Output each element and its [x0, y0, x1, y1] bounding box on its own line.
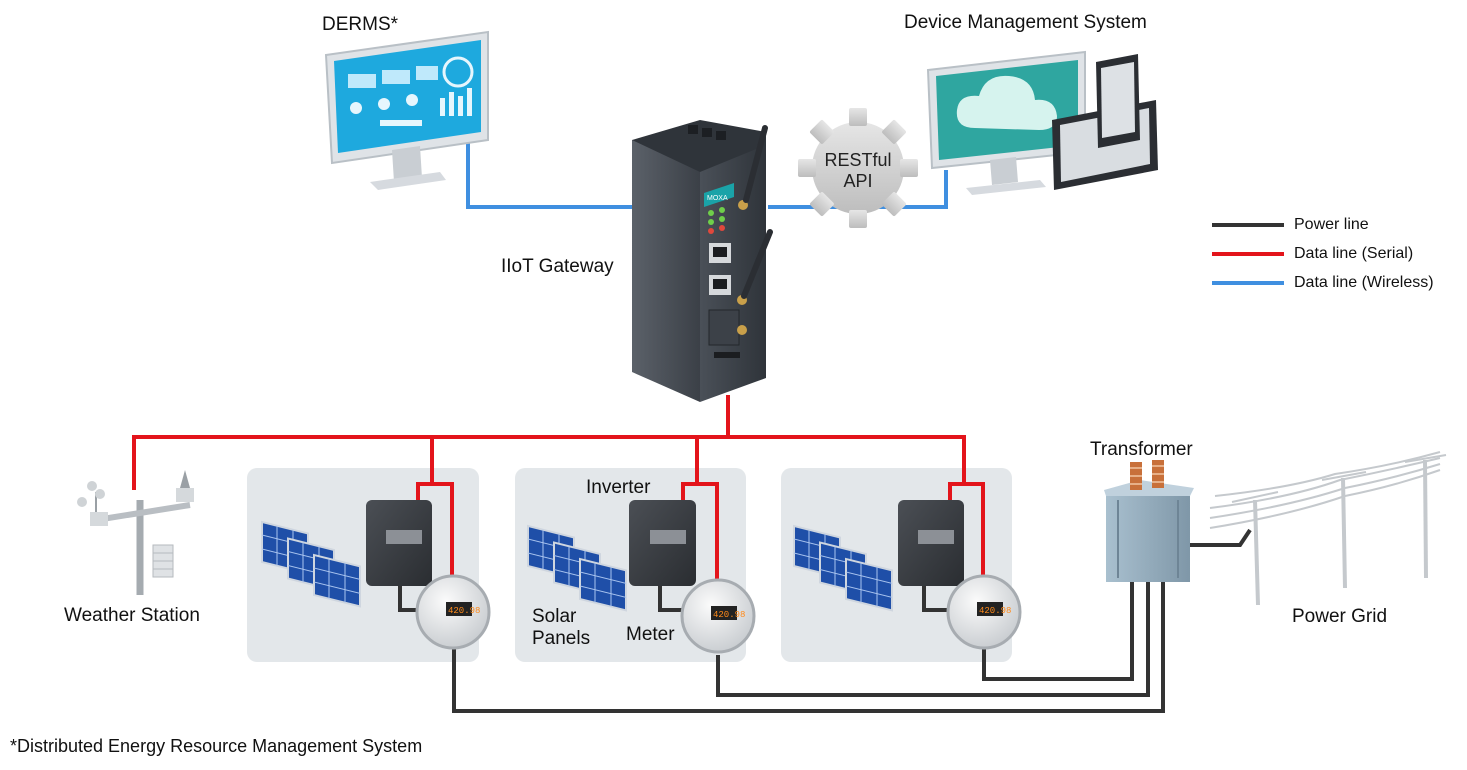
inverter-2 [629, 500, 696, 586]
derms-label: DERMS* [322, 14, 399, 35]
solar-label-line1: Solar [532, 606, 577, 627]
meter-1-reading: 420.98 [448, 606, 480, 616]
power-lines [398, 528, 1252, 713]
iiot-gateway-device: MOXA [632, 120, 773, 402]
legend-label-serial: Data line (Serial) [1294, 245, 1414, 262]
gateway-brand-label: MOXA [707, 195, 728, 202]
meter-1: 420.98 [415, 574, 491, 650]
legend-swatch-wireless [1212, 281, 1284, 285]
transformer-label: Transformer [1090, 439, 1193, 460]
tablet-icon [1052, 54, 1158, 190]
meter-3-reading: 420.98 [979, 606, 1011, 616]
dms-label: Device Management System [904, 12, 1147, 33]
solar-label-line2: Panels [532, 627, 591, 649]
inverter-label: Inverter [586, 477, 651, 498]
legend-label-power: Power line [1294, 216, 1369, 233]
weather-station-label: Weather Station [64, 605, 200, 626]
gear-icon [798, 108, 918, 228]
legend-item-power: Power line [1212, 214, 1369, 236]
api-label-line2: API [843, 170, 873, 191]
api-label: RESTful API [818, 150, 898, 191]
meter-3: 420.98 [946, 574, 1022, 650]
meter-2: 420.98 [680, 578, 756, 654]
dms-monitor-icon [926, 50, 1086, 195]
transformer-icon [1104, 460, 1194, 582]
solar-panels-label: Solar Panels [532, 606, 590, 650]
serial-lines [132, 395, 985, 580]
derms-monitor-icon [324, 30, 489, 190]
legend-item-wireless: Data line (Wireless) [1212, 272, 1434, 294]
legend-label-wireless: Data line (Wireless) [1294, 274, 1434, 291]
footnote: *Distributed Energy Resource Management … [10, 736, 423, 756]
meter-label: Meter [626, 624, 675, 645]
legend-swatch-power [1212, 223, 1284, 227]
weather-station-icon [77, 470, 194, 595]
inverter-1 [366, 500, 432, 586]
api-label-line1: RESTful [824, 150, 892, 170]
meter-2-reading: 420.98 [713, 610, 745, 620]
power-grid-label: Power Grid [1292, 606, 1388, 627]
inverter-3 [898, 500, 964, 586]
power-grid-icon [1209, 451, 1447, 606]
legend-swatch-serial [1212, 252, 1284, 256]
gateway-label: IIoT Gateway [501, 256, 614, 277]
legend-item-serial: Data line (Serial) [1212, 243, 1413, 265]
